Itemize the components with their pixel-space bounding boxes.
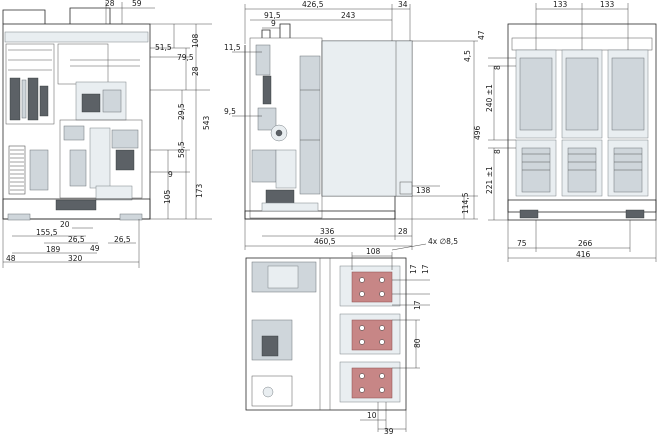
dim-side-336: 336 — [320, 227, 335, 236]
dim-top-17-b: 17 — [421, 264, 430, 274]
dim-front-9: 9 — [168, 170, 173, 179]
dim-side-28: 28 — [398, 227, 408, 236]
dim-front-105: 105 — [163, 189, 172, 204]
dim-front-26-5-a: 26,5 — [68, 235, 85, 244]
pole-right — [607, 49, 649, 197]
front-view-dimensions: 28 59 51,5 79,5 108 28 29,5 543 58,5 9 1… — [2, 0, 212, 268]
dim-rear-133-b: 133 — [600, 0, 615, 9]
dim-side-9-5: 9,5 — [224, 107, 236, 116]
dim-front-29-5: 29,5 — [177, 103, 186, 120]
dim-front-48: 48 — [6, 254, 16, 263]
terminal-middle — [339, 313, 401, 355]
dim-side-138: 138 — [416, 186, 431, 195]
dim-rear-133-a: 133 — [553, 0, 568, 9]
dim-rear-221: 221 ±1 — [485, 166, 494, 194]
dim-front-top-28: 28 — [105, 0, 115, 8]
dim-side-460-5: 460,5 — [314, 237, 336, 246]
dim-side-91-5: 91,5 — [264, 11, 281, 20]
dim-top-39: 39 — [384, 427, 394, 435]
dim-rear-8-a: 8 — [493, 65, 502, 70]
terminal-bottom — [339, 361, 401, 403]
dim-top-10: 10 — [367, 411, 377, 420]
dim-side-9: 9 — [271, 19, 276, 28]
dim-front-20: 20 — [60, 220, 70, 229]
dim-top-80: 80 — [413, 338, 422, 348]
dim-rear-240: 240 ±1 — [485, 84, 494, 112]
dim-side-114-5: 114,5 — [461, 192, 470, 214]
pole-left — [515, 49, 557, 197]
dim-side-4-5: 4,5 — [463, 50, 472, 62]
dim-front-189: 189 — [46, 245, 61, 254]
dim-front-51-5: 51,5 — [155, 43, 172, 52]
dim-top-17-a: 17 — [409, 264, 418, 274]
dim-front-28: 28 — [191, 66, 200, 76]
pole-middle — [561, 49, 603, 197]
front-view — [2, 7, 151, 221]
dim-front-108: 108 — [191, 33, 200, 48]
dim-side-243: 243 — [341, 11, 356, 20]
dim-rear-416: 416 — [576, 250, 591, 259]
dim-front-top-59: 59 — [132, 0, 142, 8]
dim-front-543: 543 — [202, 115, 211, 130]
dim-rear-266: 266 — [578, 239, 593, 248]
dim-front-49: 49 — [90, 244, 100, 253]
rear-view-dimensions: 133 133 8 240 ±1 8 221 ±1 75 266 416 — [485, 0, 657, 262]
dim-front-173: 173 — [195, 183, 204, 198]
rear-view — [507, 23, 657, 221]
dim-front-26-5-b: 26,5 — [114, 235, 131, 244]
dim-top-4x-hole: 4x ∅8,5 — [428, 237, 458, 246]
dim-top-108: 108 — [366, 247, 381, 256]
dim-front-79-5: 79,5 — [177, 53, 194, 62]
terminal-top — [339, 265, 401, 307]
dim-rear-75: 75 — [517, 239, 527, 248]
dim-side-47: 47 — [477, 30, 486, 40]
dim-side-496: 496 — [473, 125, 482, 140]
dim-front-320: 320 — [68, 254, 83, 263]
dim-side-426-5: 426,5 — [302, 0, 324, 9]
dim-front-155-5: 155,5 — [36, 228, 58, 237]
top-view — [245, 257, 407, 411]
dim-rear-8-b: 8 — [493, 149, 502, 154]
dim-front-58-5: 58,5 — [177, 141, 186, 158]
side-view — [244, 23, 413, 220]
dim-top-17-c: 17 — [413, 300, 422, 310]
top-view-dimensions: 108 4x ∅8,5 17 17 17 80 10 39 — [351, 237, 458, 435]
dim-side-11-5: 11,5 — [224, 43, 241, 52]
side-view-dimensions: 426,5 34 91,5 243 9 11,5 9,5 4,5 47 496 … — [224, 0, 486, 250]
dim-side-34: 34 — [398, 0, 408, 9]
